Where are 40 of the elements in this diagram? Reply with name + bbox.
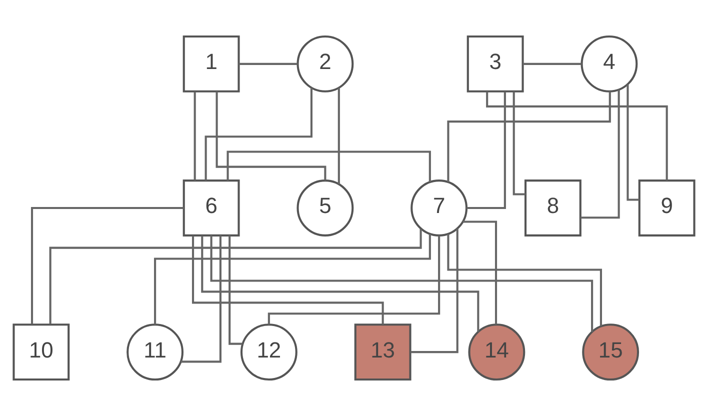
connector xyxy=(410,228,458,353)
connector xyxy=(626,84,640,200)
connector xyxy=(49,228,422,324)
connector xyxy=(466,91,506,209)
connector xyxy=(522,62,582,64)
connector xyxy=(338,87,340,184)
node-box: 6 xyxy=(182,179,240,236)
connector xyxy=(462,220,498,324)
connector xyxy=(30,206,184,324)
connector xyxy=(238,62,298,64)
connector xyxy=(580,89,620,218)
node-circle: 5 xyxy=(296,179,354,236)
node-box: 3 xyxy=(466,34,524,92)
connector xyxy=(512,91,526,195)
connector xyxy=(204,87,312,180)
node-circle: 11 xyxy=(126,323,184,380)
node-box: 10 xyxy=(12,323,70,380)
connector xyxy=(180,234,222,362)
node-circle: 14 xyxy=(468,323,526,380)
connector xyxy=(486,91,668,180)
connector xyxy=(268,235,440,324)
node-box: 8 xyxy=(524,179,582,236)
connector xyxy=(447,90,611,182)
connector xyxy=(226,150,431,182)
connector xyxy=(154,233,431,324)
node-box: 9 xyxy=(638,179,696,236)
node-circle: 4 xyxy=(580,34,638,92)
node-circle: 15 xyxy=(582,323,640,380)
connector xyxy=(210,235,594,332)
connector xyxy=(447,234,602,326)
node-box: 1 xyxy=(182,34,240,92)
connector xyxy=(201,235,480,332)
node-circle: 12 xyxy=(240,323,298,380)
connector xyxy=(192,235,384,324)
node-circle: 2 xyxy=(296,34,354,92)
node-box: 13 xyxy=(354,323,412,380)
connector xyxy=(228,234,242,344)
connector xyxy=(194,91,196,180)
node-circle: 7 xyxy=(410,179,468,236)
connector xyxy=(216,91,326,180)
